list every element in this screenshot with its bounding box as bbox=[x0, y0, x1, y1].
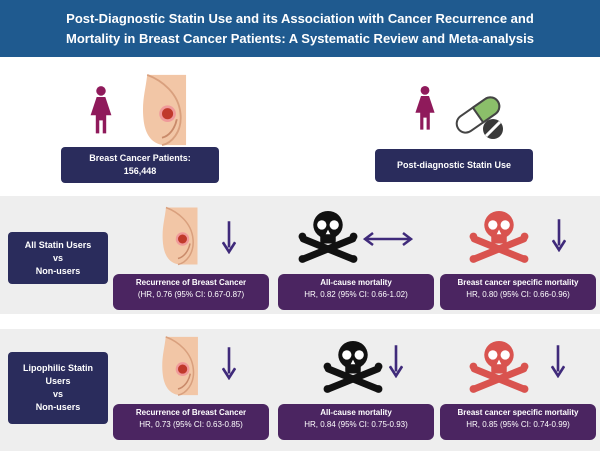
page-title: Post-Diagnostic Statin Use and its Assoc… bbox=[20, 9, 580, 49]
down-arrow-icon bbox=[551, 344, 565, 378]
outcome-value: HR, 0.84 (95% CI: 0.75-0.93) bbox=[304, 420, 408, 429]
breast-tumor-icon bbox=[141, 73, 188, 147]
outcome-box-breast-specific: Breast cancer specific mortality HR, 0.8… bbox=[440, 274, 596, 310]
statin-use-label: Post-diagnostic Statin Use bbox=[396, 160, 512, 170]
female-icon bbox=[90, 86, 112, 134]
outcome-value: HR, 0.80 (95% CI: 0.66-0.96) bbox=[466, 290, 570, 299]
outcome-value: (HR, 0.76 (95% CI: 0.67-0.87) bbox=[137, 290, 245, 299]
breast-tumor-icon bbox=[161, 336, 199, 396]
patients-label: Breast Cancer Patients: bbox=[89, 153, 191, 163]
pill-tablet-icon bbox=[483, 119, 503, 139]
outcome-title: All-cause mortality bbox=[320, 408, 392, 417]
outcome-box-all-cause: All-cause mortality HR, 0.84 (95% CI: 0.… bbox=[278, 404, 434, 440]
outcome-title: Breast cancer specific mortality bbox=[457, 278, 579, 287]
double-arrow-icon bbox=[363, 232, 413, 246]
female-icon bbox=[415, 86, 435, 130]
patients-count: 156,448 bbox=[123, 166, 157, 176]
header-banner: Post-Diagnostic Statin Use and its Assoc… bbox=[0, 0, 600, 57]
group-line: Users bbox=[45, 376, 71, 386]
group-line: Non-users bbox=[35, 402, 81, 412]
outcome-value: HR, 0.82 (95% CI: 0.66-1.02) bbox=[304, 290, 408, 299]
outcome-box-all-cause: All-cause mortality HR, 0.82 (95% CI: 0.… bbox=[278, 274, 434, 310]
outcome-value: HR, 0.85 (95% CI: 0.74-0.99) bbox=[466, 420, 570, 429]
group-line: Lipophilic Statin bbox=[23, 363, 93, 373]
group-line: vs bbox=[52, 389, 63, 399]
outcome-title: Recurrence of Breast Cancer bbox=[135, 278, 247, 287]
outcome-title: Recurrence of Breast Cancer bbox=[135, 408, 247, 417]
down-arrow-icon bbox=[389, 344, 403, 378]
outcome-box-recurrence: Recurrence of Breast Cancer HR, 0.73 (95… bbox=[113, 404, 269, 440]
pill-capsule-icon bbox=[455, 96, 501, 134]
title-line-2: Mortality in Breast Cancer Patients: A S… bbox=[66, 30, 534, 46]
skull-crossbones-icon bbox=[468, 205, 530, 265]
outcome-title: Breast cancer specific mortality bbox=[457, 408, 579, 417]
down-arrow-icon bbox=[222, 220, 236, 254]
skull-crossbones-icon bbox=[322, 334, 384, 396]
group-box-lipophilic: Lipophilic Statin Users vs Non-users bbox=[8, 352, 108, 424]
group-line: vs bbox=[52, 252, 63, 263]
outcome-title: All-cause mortality bbox=[320, 278, 392, 287]
breast-tumor-icon bbox=[161, 206, 199, 266]
skull-crossbones-icon bbox=[468, 334, 530, 396]
skull-crossbones-icon bbox=[297, 205, 359, 265]
down-arrow-icon bbox=[222, 346, 236, 380]
outcome-box-breast-specific: Breast cancer specific mortality HR, 0.8… bbox=[440, 404, 596, 440]
statin-use-box: Post-diagnostic Statin Use bbox=[375, 149, 533, 182]
patients-box: Breast Cancer Patients: 156,448 bbox=[61, 147, 219, 183]
outcome-box-recurrence: Recurrence of Breast Cancer (HR, 0.76 (9… bbox=[113, 274, 269, 310]
group-line: Non-users bbox=[35, 265, 81, 276]
down-arrow-icon bbox=[552, 218, 566, 252]
title-line-1: Post-Diagnostic Statin Use and its Assoc… bbox=[66, 10, 534, 26]
group-line: All Statin Users bbox=[24, 239, 92, 250]
group-box-all-statin: All Statin Users vs Non-users bbox=[8, 232, 108, 284]
outcome-value: HR, 0.73 (95% CI: 0.63-0.85) bbox=[139, 420, 243, 429]
